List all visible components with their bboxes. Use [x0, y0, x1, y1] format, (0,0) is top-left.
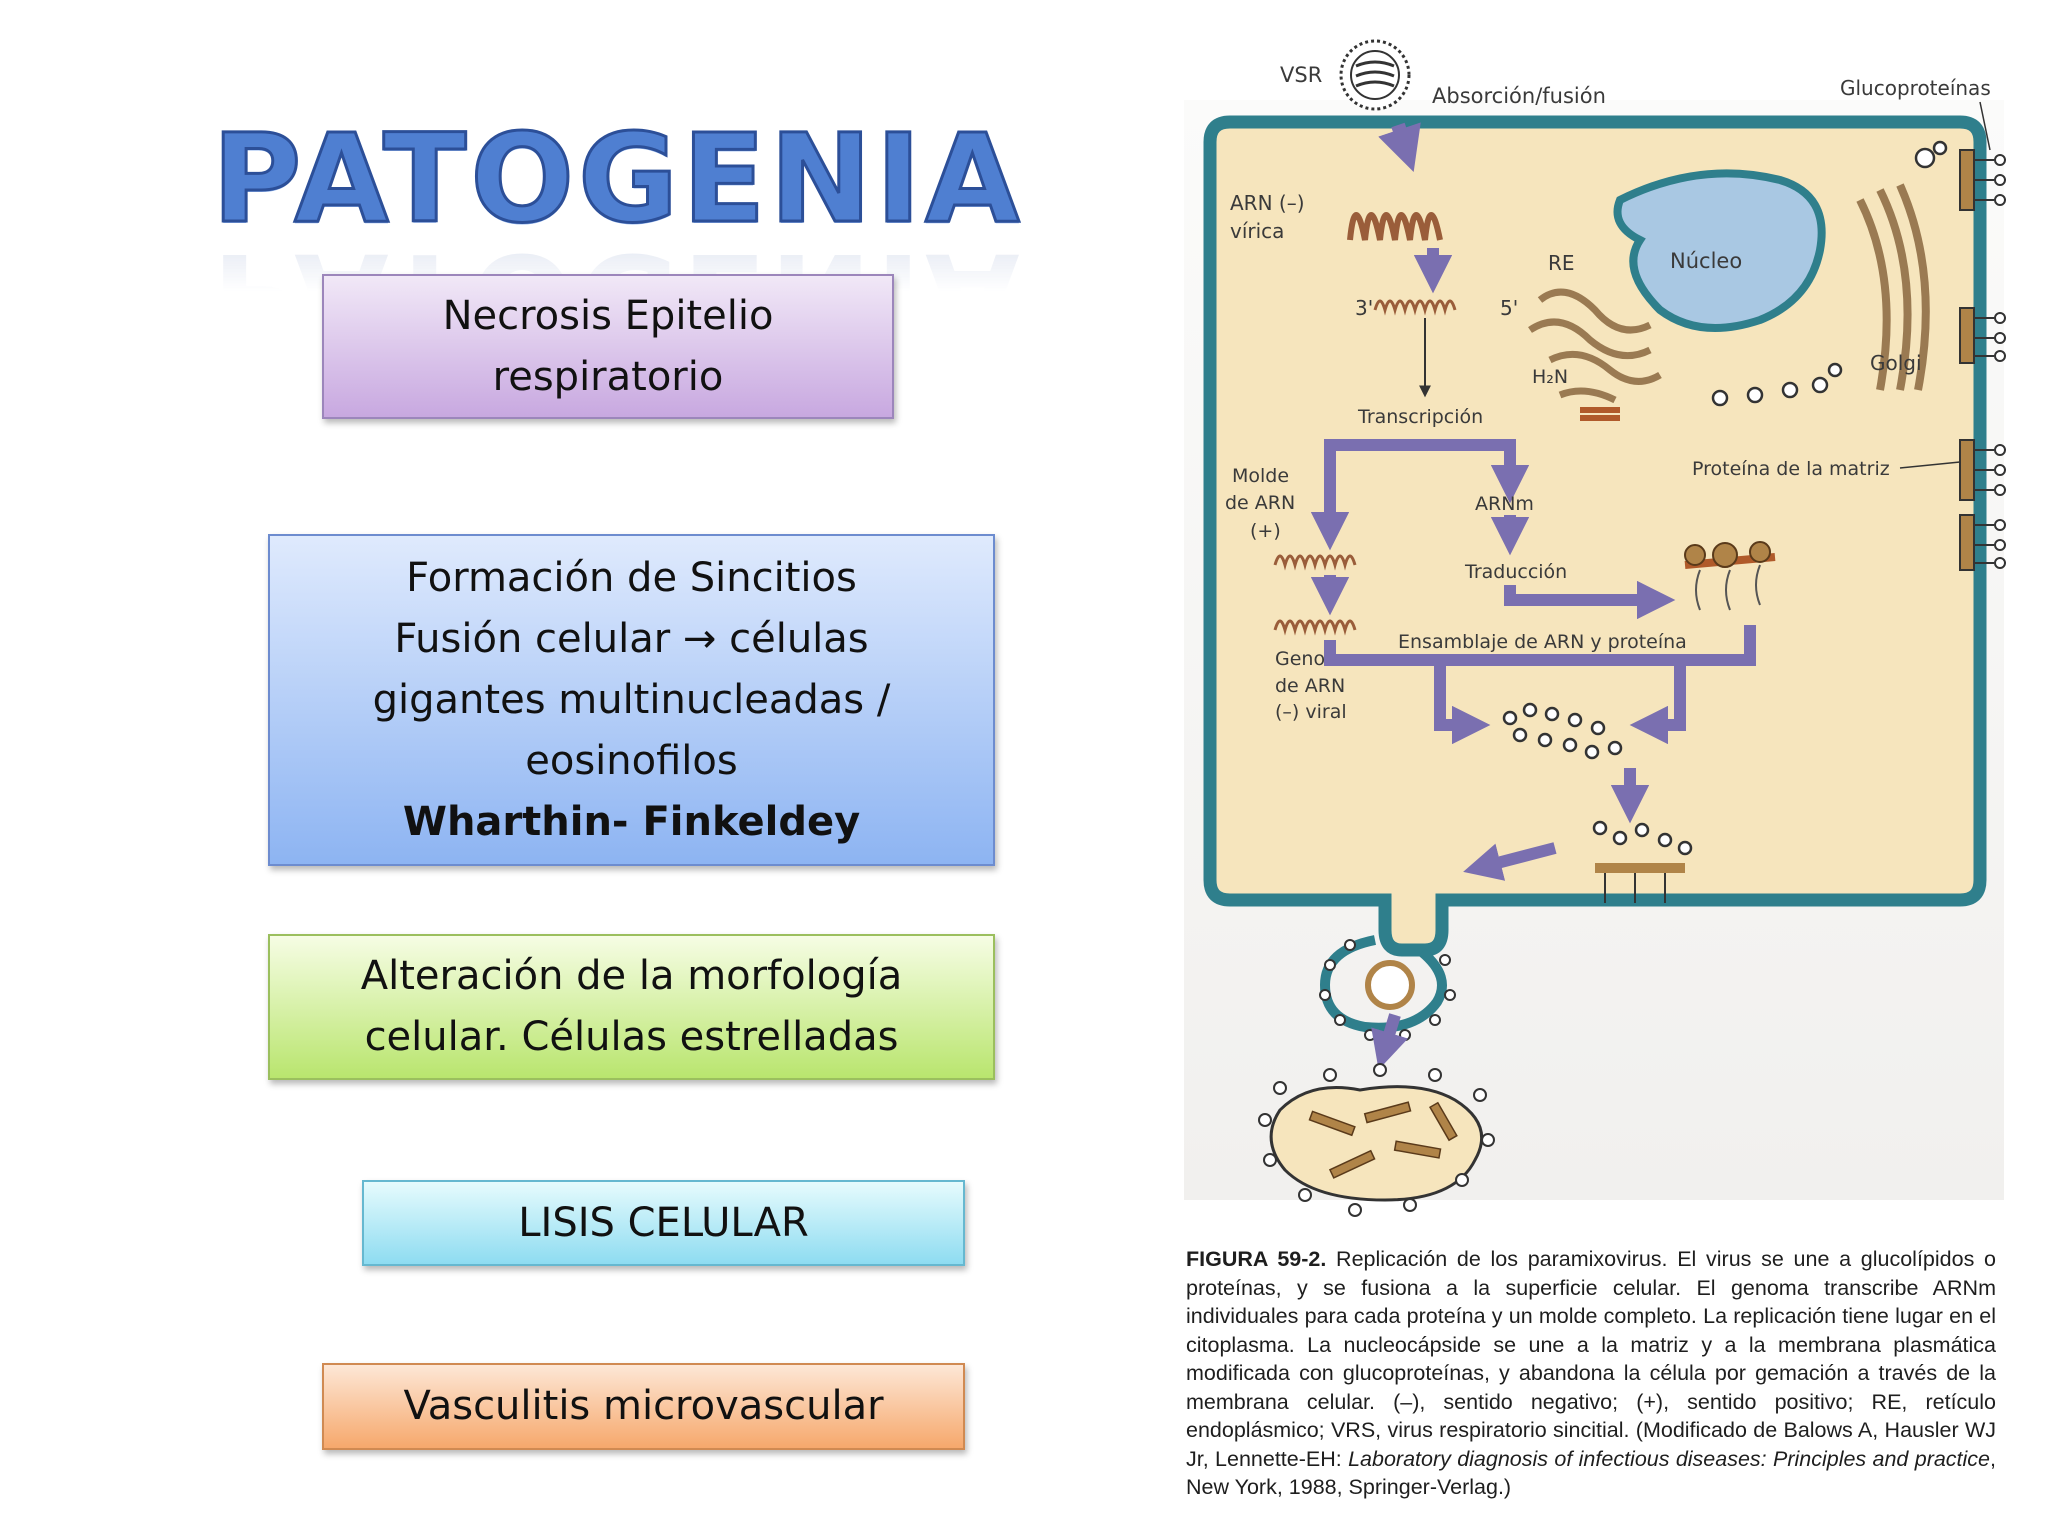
- released-virion: [1258, 1063, 1495, 1217]
- budding-virion: [1319, 935, 1456, 1041]
- sincitios-box: Formación de Sincitios Fusión celular → …: [268, 534, 995, 866]
- membrane-glycoproteins: [1959, 149, 2006, 571]
- transcripcion-label: Transcripción: [1357, 406, 1483, 428]
- ensamblaje-bar: [1324, 625, 1756, 666]
- entry-arrow: [1378, 122, 1421, 173]
- proteina-matriz-label: Proteína de la matriz: [1692, 458, 1890, 480]
- ensamblaje-right-arrow: [1629, 665, 1686, 745]
- nucleo-label: Núcleo: [1670, 249, 1742, 273]
- sincitios-line-4: eosinofilos: [525, 737, 738, 784]
- paramyxovirus-replication-diagram: VSR Absorción/fusión Glucoproteínas Núcl…: [1203, 39, 2006, 1217]
- figure-caption: FIGURA 59-2. Replicación de los paramixo…: [1186, 1245, 1996, 1502]
- h2n-protein: [1580, 407, 1620, 421]
- vsr-label: VSR: [1280, 63, 1322, 87]
- morfologia-box: Alteración de la morfología celular. Cél…: [268, 934, 995, 1080]
- golgi-label: Golgi: [1870, 351, 1922, 375]
- caption-tail: , New York, 1988, Springer-Verlag.): [1186, 1446, 1996, 1500]
- viral-rna-coil: [1347, 212, 1443, 241]
- molde-rna-strand: [1273, 554, 1357, 571]
- proteina-matriz-leader: [1899, 461, 1961, 469]
- endoplasmic-reticulum: [1528, 288, 1662, 404]
- budding-complex: [1592, 820, 1693, 903]
- re-label: RE: [1548, 251, 1575, 275]
- lisis-box: LISIS CELULAR: [362, 1180, 965, 1266]
- vasculitis-box: Vasculitis microvascular: [322, 1363, 965, 1450]
- nucleocapsid: [1502, 702, 1623, 760]
- morfologia-line-2: celular. Células estrelladas: [364, 1014, 899, 1060]
- sincitios-line-5: Wharthin- Finkeldey: [402, 798, 861, 845]
- ensamblaje-label: Ensamblaje de ARN y proteína: [1398, 631, 1687, 653]
- golgi-apparatus: [1856, 183, 1930, 391]
- page-title: PATOGENIA: [211, 108, 1024, 250]
- molde-label-line1: Molde: [1232, 465, 1289, 487]
- necrosis-box: Necrosis Epitelio respiratorio: [322, 274, 894, 419]
- release-arrow: [1371, 1013, 1409, 1070]
- ensamblaje-left-arrow: [1434, 665, 1491, 745]
- glucoproteinas-leader: [1979, 101, 1991, 151]
- prime-3-label: 3': [1355, 296, 1373, 320]
- nucleus: [1613, 169, 1826, 332]
- molde-label-line3: (+): [1250, 520, 1281, 542]
- arn-label-line1: ARN (–): [1230, 191, 1305, 215]
- genoma-label-line2: de ARN: [1275, 675, 1345, 697]
- sincitios-line-1: Formación de Sincitios: [406, 554, 857, 601]
- necrosis-line-1: Necrosis Epitelio: [442, 292, 774, 339]
- split-arrow-path: [1324, 439, 1516, 525]
- caption-text: Replicación de los paramixovirus. El vir…: [1186, 1247, 1996, 1471]
- to-bud-arrow: [1463, 842, 1557, 881]
- title-area: PATOGENIA PATOGENIA: [211, 117, 1024, 369]
- lisis-label: LISIS CELULAR: [518, 1199, 809, 1246]
- molde-label-line2: de ARN: [1225, 492, 1295, 514]
- genoma-label-line3: (–) viral: [1275, 701, 1347, 723]
- absorcion-label: Absorción/fusión: [1432, 84, 1606, 108]
- caption-label: FIGURA 59-2.: [1186, 1247, 1327, 1271]
- morfologia-line-1: Alteración de la morfología: [360, 953, 903, 999]
- matrix-protein-cluster: [1684, 541, 1776, 611]
- necrosis-line-2: respiratorio: [492, 353, 724, 400]
- vasculitis-label: Vasculitis microvascular: [403, 1383, 884, 1429]
- arnm-label: ARNm: [1475, 493, 1534, 515]
- vsr-virus-particle: [1339, 39, 1411, 111]
- traduccion-label: Traducción: [1464, 561, 1567, 583]
- h2n-label: H₂N: [1532, 366, 1568, 388]
- golgi-vesicles: [1711, 140, 1948, 407]
- sincitios-line-2: Fusión celular → células: [394, 615, 869, 662]
- caption-book-title: Laboratory diagnosis of infectious disea…: [1348, 1446, 1991, 1471]
- rna-strand-1: [1373, 299, 1457, 316]
- traduccion-arrow: [1504, 580, 1676, 620]
- glucoproteinas-label: Glucoproteínas: [1840, 76, 1991, 100]
- arn-label-line2: vírica: [1230, 219, 1284, 243]
- sincitios-line-3: gigantes multinucleadas /: [372, 676, 891, 723]
- genoma-rna-strand: [1273, 619, 1357, 636]
- prime-5-label: 5': [1500, 296, 1518, 320]
